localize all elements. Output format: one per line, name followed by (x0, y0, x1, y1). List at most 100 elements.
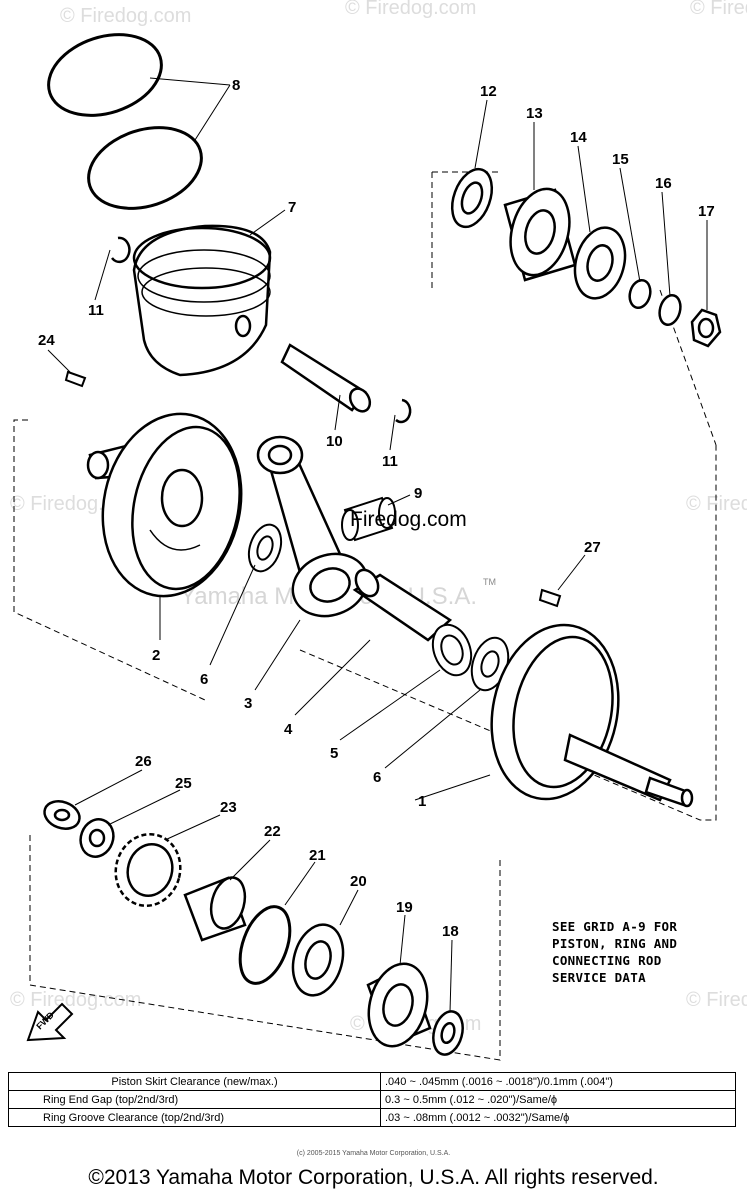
note-line-2: PISTON, RING AND (552, 936, 678, 951)
bearing-13-bore (524, 209, 556, 255)
nut-26-hole (53, 808, 71, 822)
washer-15 (628, 278, 652, 310)
callout-26: 26 (135, 753, 152, 770)
leader-24 (47, 349, 71, 373)
leader-1 (414, 774, 491, 801)
callout-22: 22 (264, 823, 281, 840)
needle-bearing-end-right (378, 497, 396, 529)
piston-part (132, 224, 272, 377)
callouts: 8 7 11 24 10 11 9 27 2 6 3 4 5 6 1 12 13… (38, 77, 715, 940)
callout-6-left: 6 (200, 671, 208, 688)
oil-seal-14-bore (586, 244, 614, 282)
piston-ring-groove-1 (137, 249, 271, 303)
note-line-4: SERVICE DATA (552, 970, 646, 985)
frame-bearing-set-right (659, 289, 717, 446)
leader-18 (449, 939, 453, 1013)
leader-lines (47, 77, 708, 1013)
shim-18-hole (440, 1021, 456, 1045)
callout-1: 1 (418, 793, 426, 810)
gear-23-body (126, 842, 174, 898)
callout-12: 12 (480, 83, 497, 100)
thrust-washer-right-hole (480, 650, 500, 678)
piston-pin-end (348, 387, 372, 413)
watermark-mid-right: © Firedog.com (686, 493, 747, 515)
big-end-bearing-inner (440, 634, 464, 666)
leader-22 (229, 839, 271, 881)
con-rod-small-end-bore (267, 444, 293, 466)
bearing-19-bore (382, 983, 414, 1027)
callout-3: 3 (244, 695, 252, 712)
callout-6-right: 6 (373, 769, 381, 786)
leader-16 (661, 191, 671, 297)
left-crank-shaft-end (86, 450, 110, 480)
spec-row: Piston Skirt Clearance (new/max.) .040 ~… (8, 1072, 736, 1091)
leader-12 (474, 99, 488, 169)
leader-14 (577, 145, 591, 233)
leader-11b (389, 414, 396, 451)
callout-16: 16 (655, 175, 672, 192)
washer-16 (658, 294, 682, 326)
callout-27: 27 (584, 539, 601, 556)
left-crank-pin-hole (160, 468, 204, 528)
piston-pin-body (280, 343, 367, 412)
callout-14: 14 (570, 129, 587, 146)
group-frames (13, 171, 717, 1061)
leader-26 (74, 769, 143, 806)
circlip-upper (111, 236, 131, 264)
frame-gear-set (29, 835, 501, 1061)
callout-25: 25 (175, 775, 192, 792)
spec-table: Piston Skirt Clearance (new/max.) .040 ~… (8, 1072, 736, 1127)
key-24-shape (64, 370, 87, 388)
watermark-top-left: © Firedog.com (60, 5, 191, 27)
callout-2: 2 (152, 647, 160, 664)
spec-value: .03 ~ .08mm (.0012 ~ .0032")/Same/ϕ (380, 1108, 736, 1127)
leader-3 (254, 619, 301, 691)
spec-value: 0.3 ~ 0.5mm (.012 ~ .020")/Same/ϕ (380, 1090, 736, 1109)
leader-20 (339, 889, 359, 926)
watermark-tm: TM (483, 577, 496, 587)
needle-bearing-end-left (341, 509, 359, 541)
leader-4 (294, 639, 371, 716)
piston-ring-top (47, 33, 163, 117)
callout-18: 18 (442, 923, 459, 940)
callout-5: 5 (330, 745, 338, 762)
callout-9: 9 (414, 485, 422, 502)
bushing-22-face (209, 876, 247, 930)
frame-crank-assembly (13, 419, 206, 701)
copyright-footer: ©2013 Yamaha Motor Corporation, U.S.A. A… (88, 1166, 659, 1189)
callout-10: 10 (326, 433, 343, 450)
fwd-arrow: FWD (26, 1002, 74, 1042)
piston-pin-part (280, 343, 372, 413)
note-line-3: CONNECTING ROD (552, 953, 662, 968)
woodruff-key-24 (64, 370, 87, 388)
callout-21: 21 (309, 847, 326, 864)
piston-pin-boss (234, 314, 252, 338)
callout-15: 15 (612, 151, 629, 168)
woodruff-key-27 (538, 588, 562, 608)
bearing-stack (450, 167, 722, 348)
note-line-1: SEE GRID A-9 FOR (552, 919, 678, 934)
left-crank-counterweight (149, 529, 201, 551)
callout-11-upper: 11 (88, 302, 104, 319)
spec-row: Ring End Gap (top/2nd/3rd) 0.3 ~ 0.5mm (… (8, 1090, 736, 1109)
thrust-washers (247, 523, 510, 692)
frame-crank-right (299, 445, 717, 821)
leader-5 (339, 669, 441, 741)
seal-20-bore (304, 940, 332, 980)
callout-24: 24 (38, 332, 55, 349)
watermark-bottom-left: © Firedog.com (10, 989, 141, 1011)
watermark-center-site: Firedog.com (350, 508, 467, 531)
callout-4: 4 (284, 721, 293, 738)
connecting-rod-part (256, 435, 369, 618)
left-crank-web (131, 425, 241, 591)
small-end-bearing-part (341, 496, 396, 542)
right-crank-shaft-end (680, 788, 694, 808)
spec-value: .040 ~ .045mm (.0016 ~ .0018")/0.1mm (.0… (380, 1072, 736, 1091)
leader-27 (557, 554, 586, 591)
piston-crown (132, 226, 272, 290)
key-27-shape (538, 588, 562, 608)
watermark-top-right: © Firedog.com (690, 0, 747, 19)
nut-17-hole (697, 317, 715, 339)
callout-7: 7 (288, 199, 296, 216)
